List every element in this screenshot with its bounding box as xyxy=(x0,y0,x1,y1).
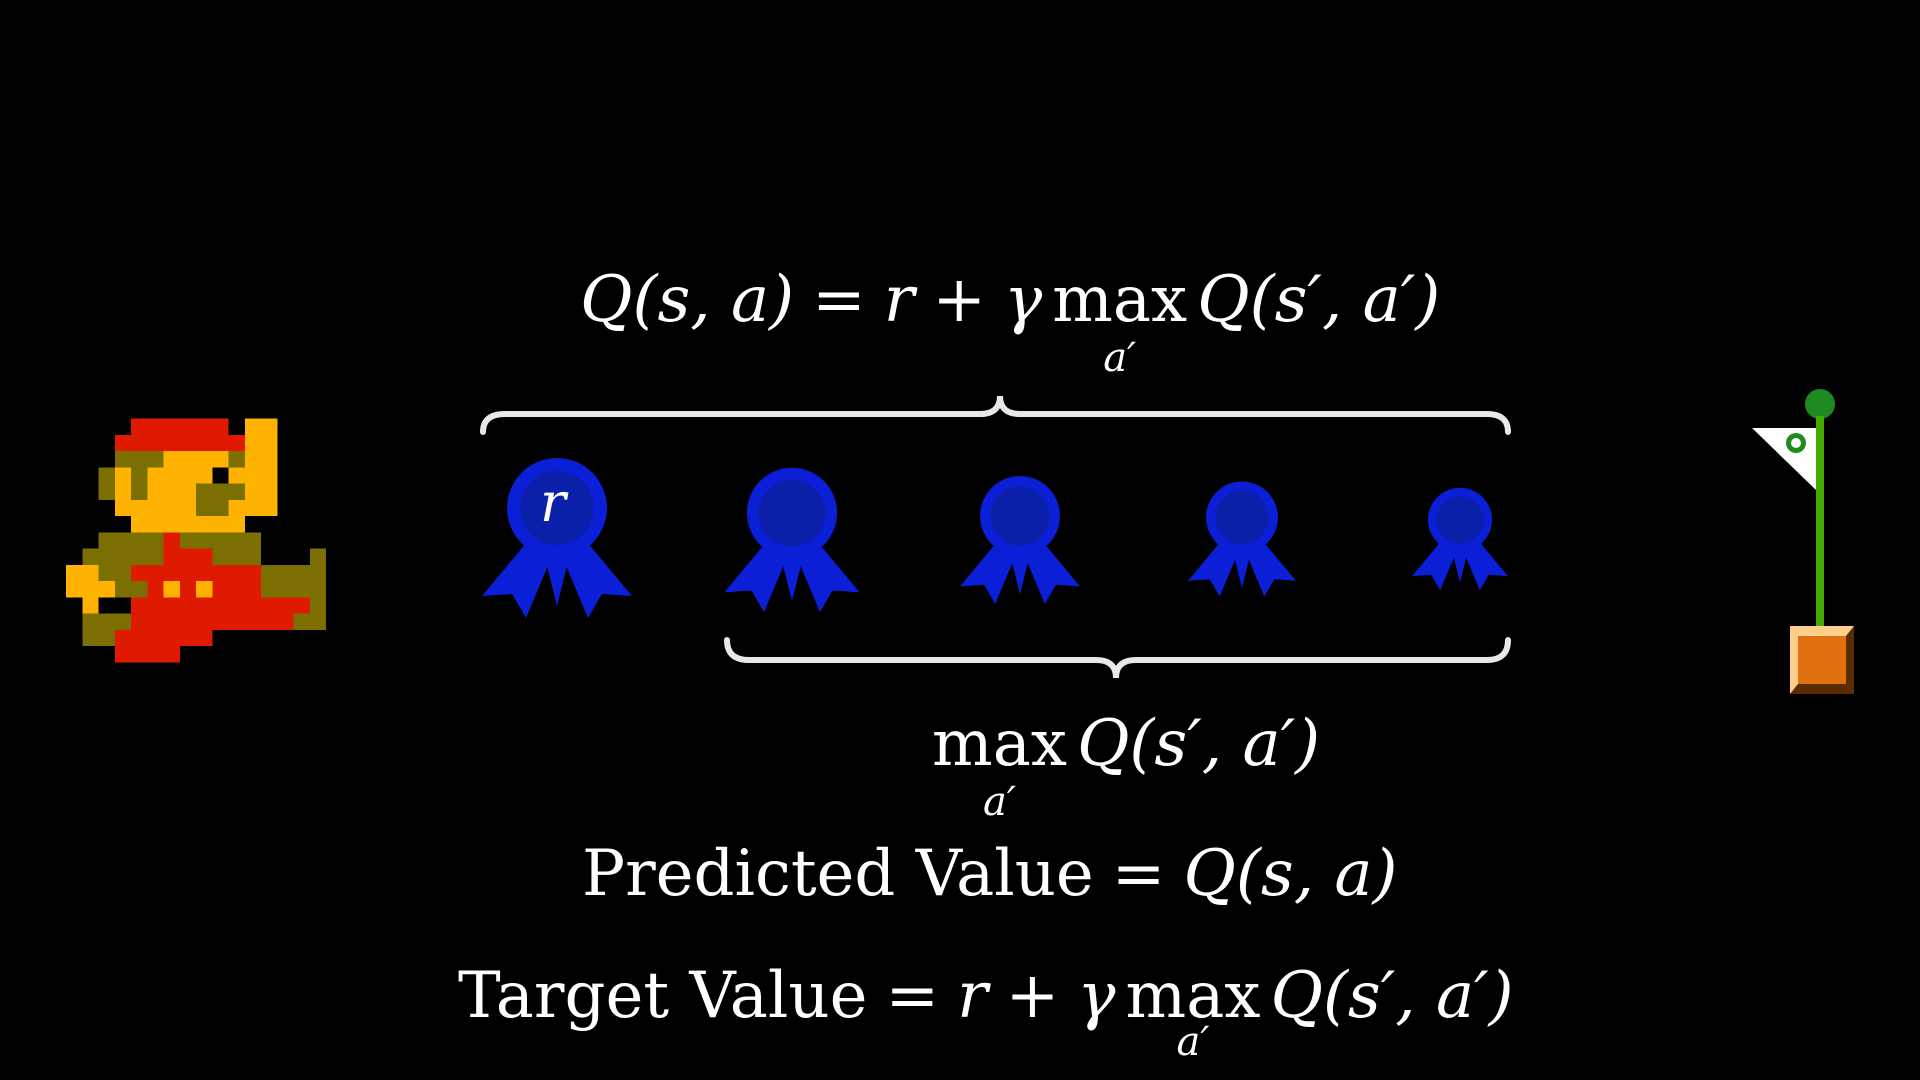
equals-sign: = xyxy=(1111,837,1166,911)
ribbon-award-icon xyxy=(1188,481,1296,597)
predicted-value-label: Predicted Value xyxy=(582,837,1094,911)
mario-sprite-icon xyxy=(66,418,326,663)
ribbon-award-icon xyxy=(482,458,632,618)
q-next: Q(s′, a′) xyxy=(1076,707,1321,781)
predicted-value-equation: Predicted Value=Q(s, a) xyxy=(582,842,1398,906)
equals-sign: = xyxy=(812,263,866,337)
ribbon-award-icon xyxy=(960,476,1080,604)
pole-block xyxy=(1790,626,1854,694)
max-subscript: a′ xyxy=(983,779,1016,825)
ribbon-award-icon xyxy=(724,467,860,613)
reward-symbol: r xyxy=(957,959,988,1033)
q-sa: Q(s, a) xyxy=(580,263,795,337)
max-operator: max xyxy=(1125,959,1261,1033)
q-next: Q(s′, a′) xyxy=(1270,959,1514,1033)
reward-symbol: r xyxy=(883,263,915,337)
plus-sign: + xyxy=(1005,959,1060,1033)
max-subscript: a′ xyxy=(1176,1019,1210,1065)
max-operator: max xyxy=(932,707,1067,781)
pole-top-ball xyxy=(1805,389,1835,419)
max-operator: max xyxy=(1052,263,1188,337)
q-sa: Q(s, a) xyxy=(1183,837,1398,911)
plus-sign: + xyxy=(932,263,986,337)
ribbon-award-icon xyxy=(1412,487,1508,591)
flagpole-icon xyxy=(1752,389,1854,694)
max-subscript: a′ xyxy=(1103,335,1137,381)
equals-sign: = xyxy=(885,959,940,1033)
reward-ribbon-label: r xyxy=(540,471,566,534)
gamma-symbol: γ xyxy=(1077,959,1116,1033)
target-value-label: Target Value xyxy=(458,959,868,1033)
q-next: Q(s′, a′) xyxy=(1197,263,1441,337)
gamma-symbol: γ xyxy=(1003,263,1043,337)
pole xyxy=(1816,416,1824,628)
